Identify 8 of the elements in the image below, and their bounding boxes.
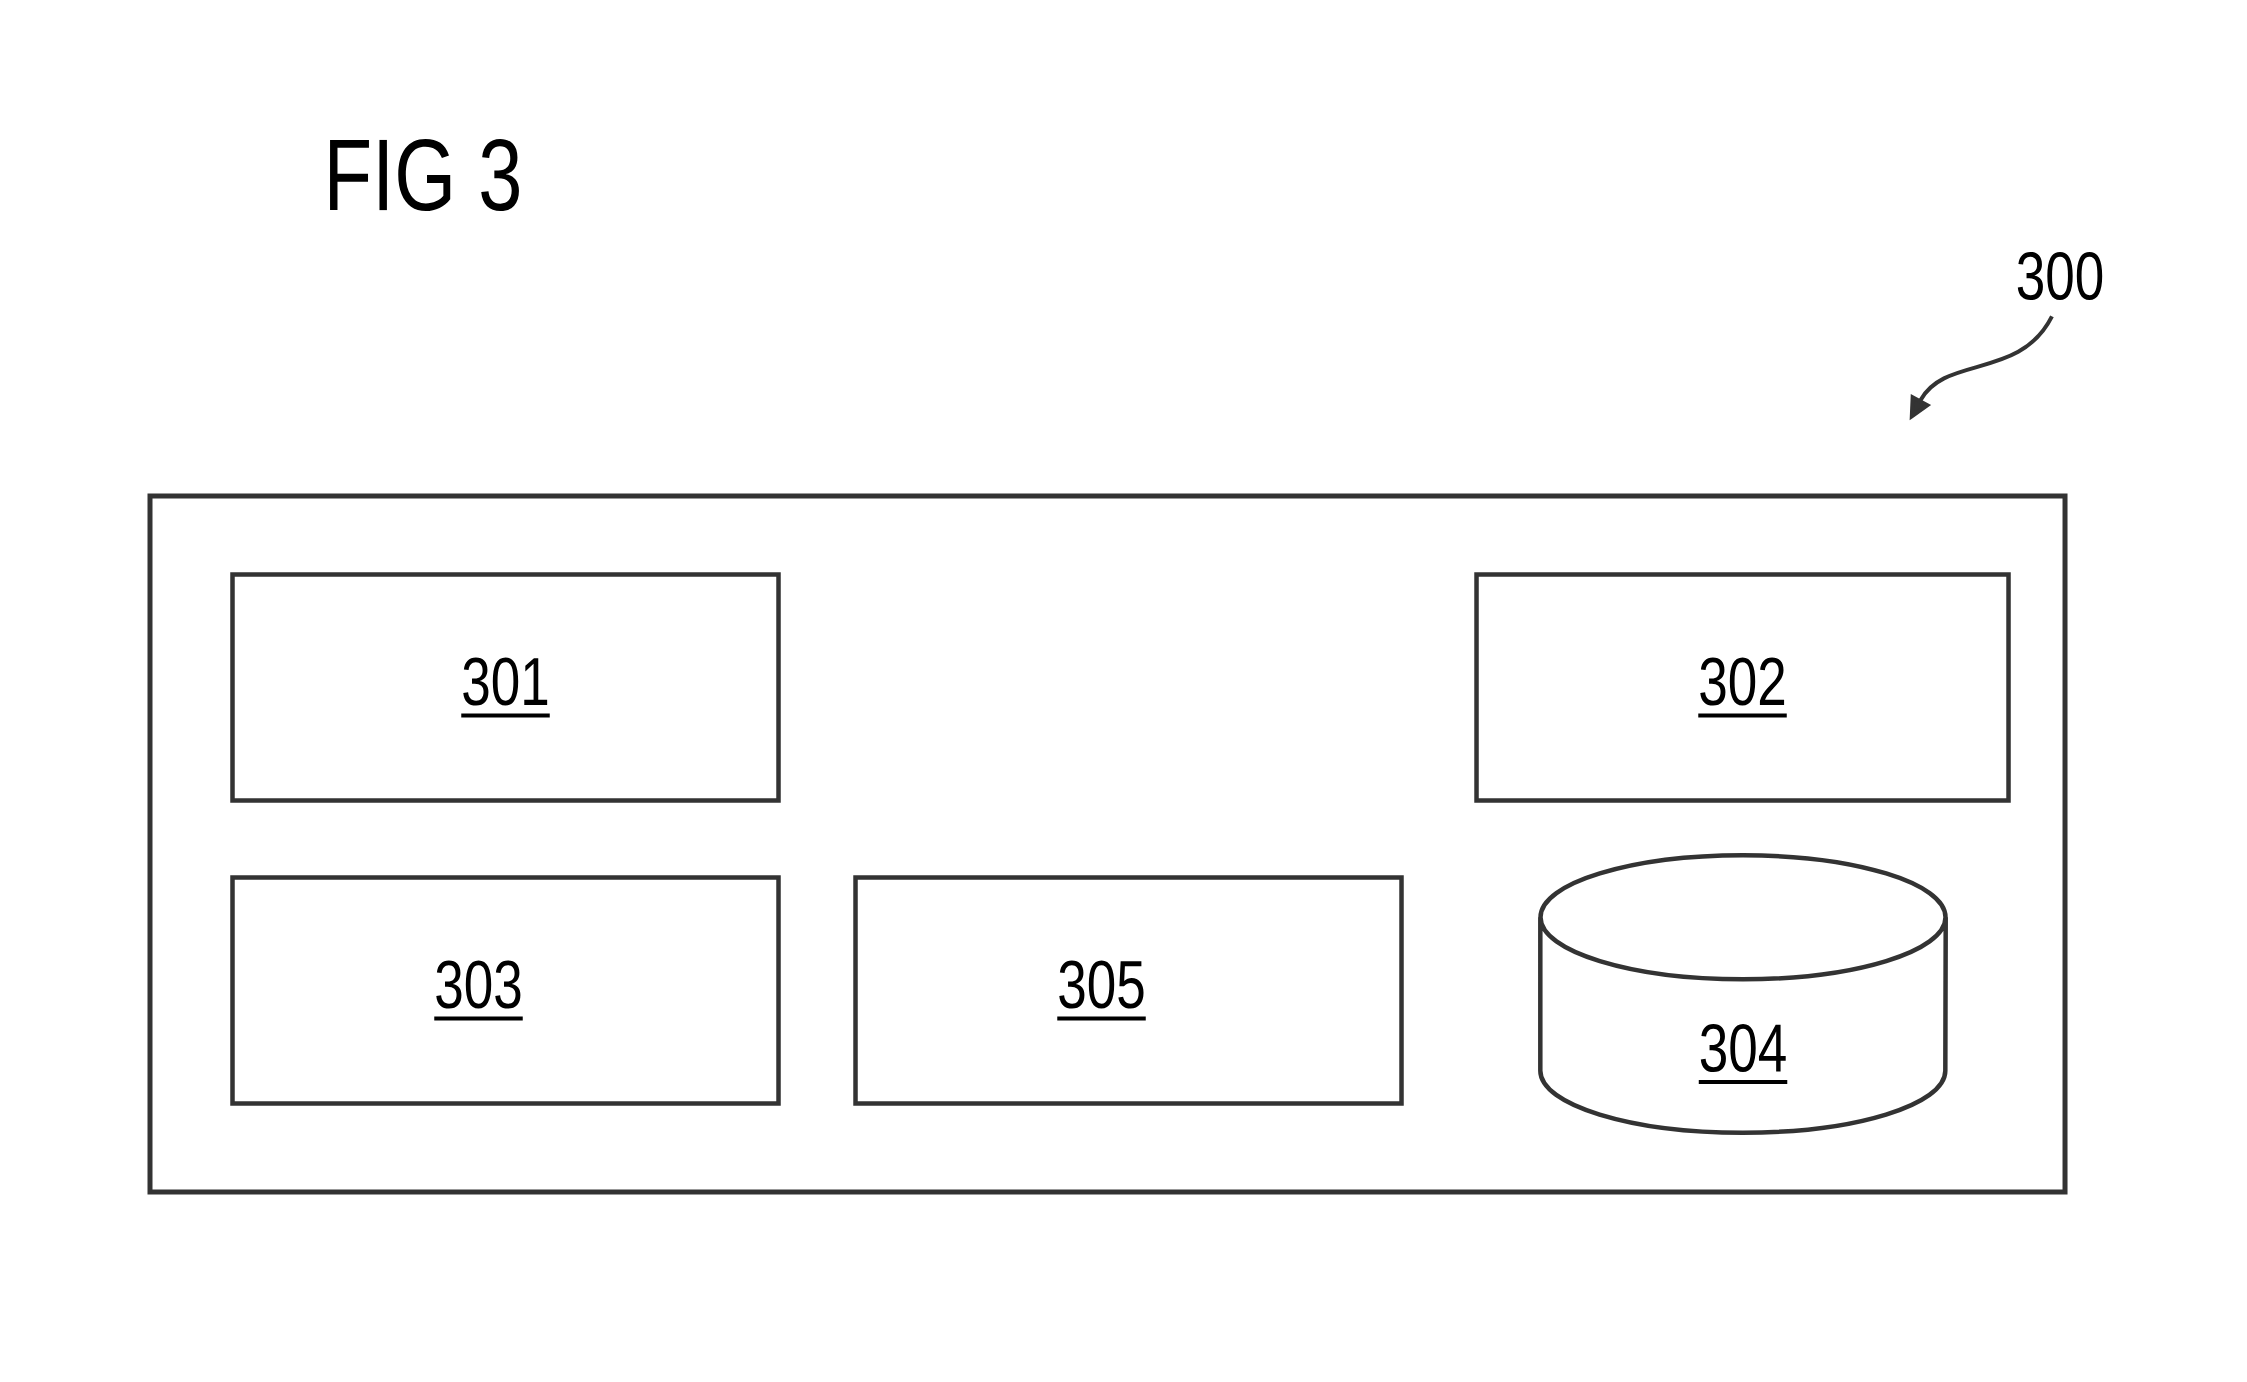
- system-box: [147, 493, 2068, 1195]
- reference-numeral: 300: [2017, 251, 2103, 301]
- figure-title: FIG 3: [330, 138, 519, 212]
- database-cylinder: 304: [1538, 853, 1948, 1135]
- component-box: 303: [230, 875, 781, 1106]
- component-box: 302: [1474, 572, 2011, 803]
- component-box: 301: [230, 572, 781, 803]
- component-box: 305: [853, 875, 1404, 1106]
